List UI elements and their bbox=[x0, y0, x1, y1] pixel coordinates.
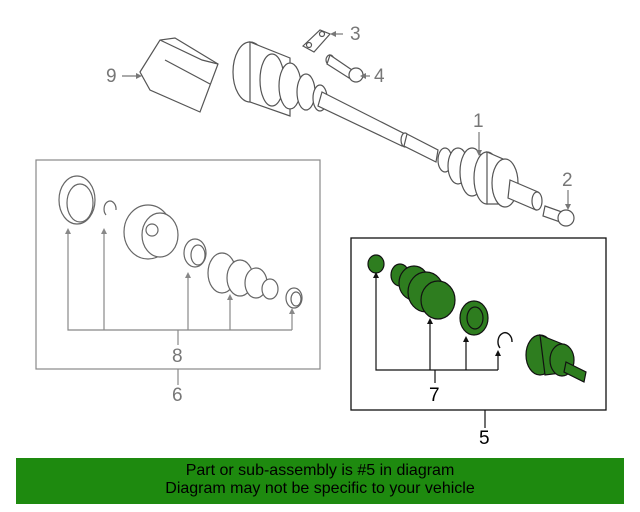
callout-9: 9 bbox=[106, 66, 117, 87]
drive-shaft-assembly[interactable] bbox=[232, 41, 543, 211]
callout-7: 7 bbox=[429, 385, 440, 406]
info-banner: Part or sub-assembly is #5 in diagram Di… bbox=[16, 458, 624, 504]
heat-shield[interactable] bbox=[139, 37, 219, 113]
callout-6: 6 bbox=[172, 385, 183, 406]
kit-6-leaders bbox=[67, 232, 293, 385]
callout-2: 2 bbox=[562, 170, 573, 191]
callout-1: 1 bbox=[473, 111, 484, 132]
callout-8: 8 bbox=[172, 346, 183, 367]
kit-box-5 bbox=[350, 237, 607, 411]
kit-5-leaders bbox=[375, 276, 499, 428]
flange-bolt[interactable] bbox=[325, 54, 364, 83]
kit-5-circlip[interactable] bbox=[497, 332, 513, 349]
callout-3: 3 bbox=[350, 24, 361, 45]
lock-plate[interactable] bbox=[301, 29, 332, 53]
banner-line-1: Part or sub-assembly is #5 in diagram bbox=[185, 462, 455, 479]
kit-5-parts[interactable] bbox=[367, 254, 587, 383]
callout-4: 4 bbox=[374, 66, 385, 87]
axle-bolt[interactable] bbox=[542, 205, 575, 227]
callout-5: 5 bbox=[479, 428, 490, 449]
banner-line-2: Diagram may not be specific to your vehi… bbox=[165, 480, 475, 497]
kit-6-parts[interactable] bbox=[58, 175, 303, 309]
